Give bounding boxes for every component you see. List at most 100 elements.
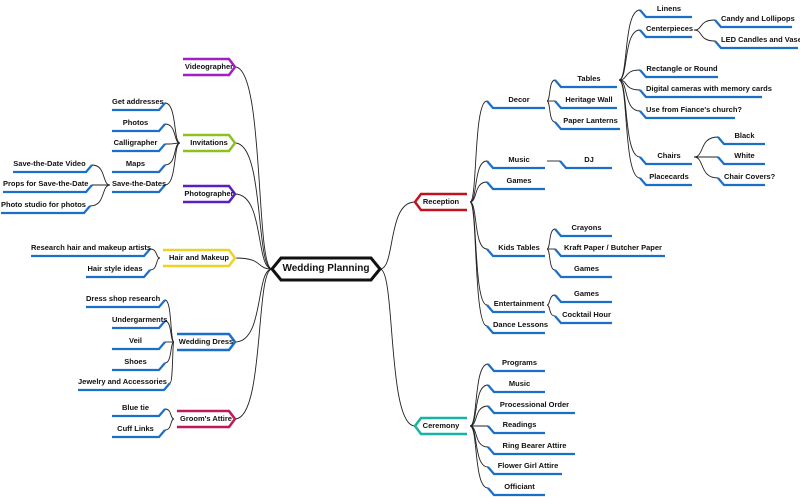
connector-line xyxy=(469,384,489,427)
topic-games[interactable]: Games xyxy=(506,176,532,185)
connector-line xyxy=(469,181,488,203)
topic-crayons[interactable]: Crayons xyxy=(571,223,602,232)
topic-music[interactable]: Music xyxy=(508,155,530,164)
topic-underline xyxy=(112,102,166,112)
topic-underline xyxy=(717,156,765,166)
topic-underline xyxy=(639,29,692,39)
connector-line xyxy=(379,268,416,427)
topic-ring-bearer-attire[interactable]: Ring Bearer Attire xyxy=(502,441,567,450)
branch-shape xyxy=(413,416,467,436)
topic-officiant[interactable]: Officiant xyxy=(504,482,535,491)
topic-maps[interactable]: Maps xyxy=(125,159,146,168)
branch-hair-and-makeup[interactable]: Hair and Makeup xyxy=(168,253,229,262)
branch-shape xyxy=(177,409,237,429)
topic-kraft-paper-butcher-paper[interactable]: Kraft Paper / Butcher Paper xyxy=(564,243,662,252)
topic-heritage-wall[interactable]: Heritage Wall xyxy=(565,95,613,104)
topic-shoes[interactable]: Shoes xyxy=(124,357,147,366)
topic-underline xyxy=(487,363,545,373)
topic-underline xyxy=(486,181,545,191)
topic-underline xyxy=(487,425,545,435)
topic-underline xyxy=(112,341,166,351)
topic-veil[interactable]: Veil xyxy=(129,336,142,345)
topic-underline xyxy=(487,446,575,456)
topic-decor[interactable]: Decor xyxy=(508,95,530,104)
topic-calligrapher[interactable]: Calligrapher xyxy=(113,138,158,147)
connector-line xyxy=(149,257,161,271)
branch-photographer[interactable]: Photographer xyxy=(184,189,234,198)
connector-line xyxy=(234,257,273,270)
topic-underline xyxy=(31,248,151,258)
connector-line xyxy=(91,164,111,186)
central-topic-wedding-planning[interactable]: Wedding Planning xyxy=(282,263,370,274)
topic-kids-tables[interactable]: Kids Tables xyxy=(498,243,540,252)
topic-black[interactable]: Black xyxy=(734,131,755,140)
topic-programs[interactable]: Programs xyxy=(501,358,537,367)
branch-shape xyxy=(183,57,237,77)
topic-linens[interactable]: Linens xyxy=(656,4,682,13)
topic-underline xyxy=(112,429,166,439)
topic-save-the-date-video[interactable]: Save-the-Date Video xyxy=(13,159,86,168)
topic-underline xyxy=(714,40,798,50)
connector-line xyxy=(164,341,175,364)
topic-readings[interactable]: Readings xyxy=(502,420,537,429)
topic-underline xyxy=(1,205,91,215)
topic-undergarments[interactable]: Undergarments xyxy=(112,315,168,324)
connector-line xyxy=(693,136,719,158)
connector-line xyxy=(546,100,556,123)
topic-underline xyxy=(487,466,562,476)
topic-candy-and-lollipops[interactable]: Candy and Lollipops xyxy=(721,14,795,23)
topic-underline xyxy=(86,269,151,279)
branch-reception[interactable]: Reception xyxy=(422,197,460,206)
topic-underline xyxy=(487,384,545,394)
connector-line xyxy=(234,193,273,270)
topic-white[interactable]: White xyxy=(734,151,755,160)
topic-photos[interactable]: Photos xyxy=(122,118,149,127)
topic-centerpieces[interactable]: Centerpieces xyxy=(646,24,694,33)
branch-ceremony[interactable]: Ceremony xyxy=(422,421,460,430)
topic-entertainment[interactable]: Entertainment xyxy=(493,299,545,308)
topic-blue-tie[interactable]: Blue tie xyxy=(121,403,150,412)
topic-digital-cameras-with-memory-cards[interactable]: Digital cameras with memory cards xyxy=(646,84,772,93)
topic-chairs[interactable]: Chairs xyxy=(657,151,681,160)
topic-hair-style-ideas[interactable]: Hair style ideas xyxy=(87,264,143,273)
topic-flower-girl-attire[interactable]: Flower Girl Attire xyxy=(497,461,559,470)
topic-get-addresses[interactable]: Get addresses xyxy=(112,97,164,106)
topic-save-the-dates[interactable]: Save-the-Dates xyxy=(112,179,167,188)
topic-music[interactable]: Music xyxy=(508,379,531,388)
topic-dj[interactable]: DJ xyxy=(584,155,594,164)
topic-cuff-links[interactable]: Cuff Links xyxy=(117,424,154,433)
topic-props-for-save-the-date[interactable]: Props for Save-the-Date xyxy=(3,179,89,188)
topic-games[interactable]: Games xyxy=(573,289,600,298)
topic-processional-order[interactable]: Processional Order xyxy=(499,400,570,409)
connector-line xyxy=(618,9,641,81)
topic-rectangle-or-round[interactable]: Rectangle or Round xyxy=(646,64,718,73)
topic-underline xyxy=(112,408,166,418)
topic-dress-shop-research[interactable]: Dress shop research xyxy=(86,294,161,303)
topic-research-hair-and-makeup-artists[interactable]: Research hair and makeup artists xyxy=(31,243,152,252)
topic-games[interactable]: Games xyxy=(573,264,600,273)
topic-paper-lanterns[interactable]: Paper Lanterns xyxy=(563,116,618,125)
branch-wedding-dress[interactable]: Wedding Dress xyxy=(178,337,234,346)
central-topic-shape xyxy=(270,256,382,282)
topic-led-candles-and-vases[interactable]: LED Candles and Vases xyxy=(721,35,800,44)
topic-underline xyxy=(714,19,792,29)
topic-tables[interactable]: Tables xyxy=(577,74,601,83)
topic-underline xyxy=(639,9,692,19)
branch-videographer[interactable]: Videographer xyxy=(184,62,234,71)
branch-invitations[interactable]: Invitations xyxy=(190,138,228,147)
connector-line xyxy=(469,201,488,327)
branch-groom-s-attire[interactable]: Groom's Attire xyxy=(180,414,232,423)
branch-shape xyxy=(177,332,237,352)
topic-photo-studio-for-photos[interactable]: Photo studio for photos xyxy=(1,200,86,209)
topic-underline xyxy=(112,123,166,133)
topic-placecards[interactable]: Placecards xyxy=(649,172,689,181)
topic-chair-covers[interactable]: Chair Covers? xyxy=(724,172,776,181)
topic-dance-lessons[interactable]: Dance Lessons xyxy=(493,320,549,329)
connector-line xyxy=(234,268,273,420)
topic-jewelry-and-accessories[interactable]: Jewelry and Accessories xyxy=(78,377,167,386)
connector-line xyxy=(618,79,641,179)
connector-line xyxy=(469,405,489,427)
topic-use-from-fiance-s-church[interactable]: Use from Fiance's church? xyxy=(646,105,742,114)
topic-cocktail-hour[interactable]: Cocktail Hour xyxy=(562,310,611,319)
